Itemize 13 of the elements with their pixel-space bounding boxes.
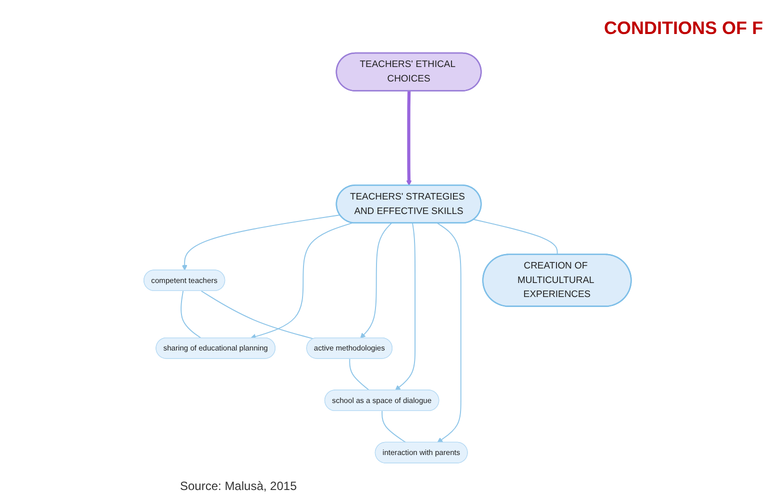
connector	[349, 358, 370, 391]
arrow	[395, 222, 416, 391]
arrow	[406, 91, 412, 186]
connector	[180, 290, 202, 339]
source-caption: Source: Malusà, 2015	[180, 479, 297, 493]
connector	[382, 410, 406, 443]
connector	[200, 290, 314, 340]
arrow	[360, 222, 392, 338]
arrow	[437, 222, 462, 443]
connector	[473, 219, 558, 256]
arrow	[182, 214, 340, 271]
diagram-title: CONDITIONS OF F	[604, 18, 763, 39]
arrow	[250, 222, 353, 340]
